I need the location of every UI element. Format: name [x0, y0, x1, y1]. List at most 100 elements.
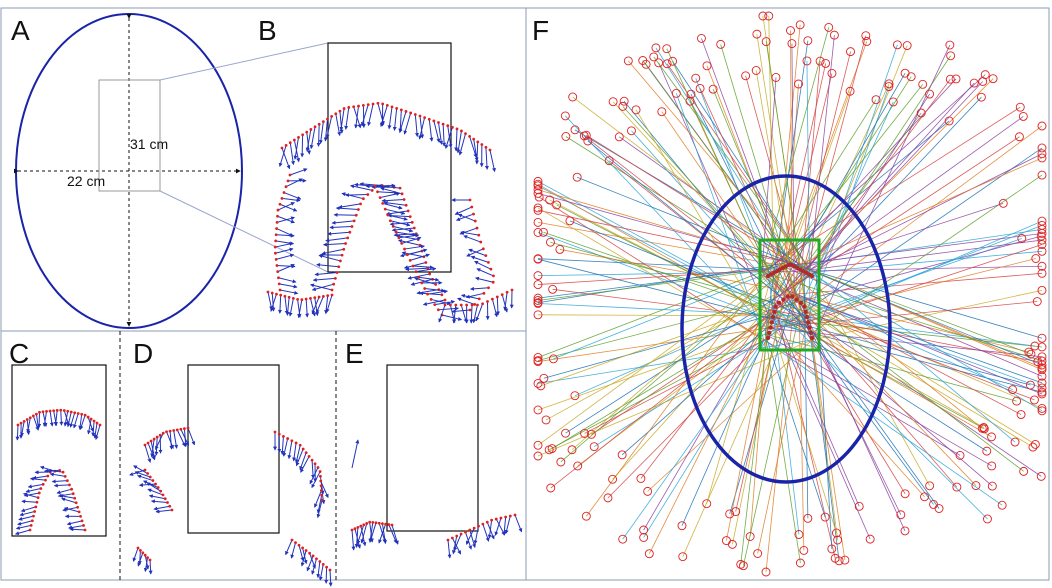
sensor-dot: [274, 251, 277, 255]
field-of-view-box-c: [11, 364, 107, 537]
sensor-arrow: [385, 208, 406, 215]
sensor-arrow: [143, 557, 149, 573]
sensor-arrow: [441, 314, 463, 321]
projection-ray: [565, 115, 767, 329]
projection-ray: [804, 258, 1036, 317]
sensor-dot: [350, 528, 354, 532]
sensor-dot: [276, 214, 279, 218]
sensor-dot: [472, 137, 476, 141]
projection-ray: [550, 294, 795, 489]
sensor-dot: [37, 491, 41, 495]
source-marker: [1019, 466, 1029, 476]
sensor-dot: [484, 145, 488, 149]
sensor-arrow: [79, 414, 86, 430]
sensor-dot: [333, 276, 337, 280]
projection-ray: [791, 43, 795, 296]
sensor-dot: [301, 546, 304, 550]
sensor-arrow: [460, 304, 468, 323]
projection-ray: [661, 111, 808, 323]
sensor-dot: [468, 198, 472, 202]
source-marker: [668, 56, 678, 66]
sensor-arrow: [329, 225, 352, 230]
sensor-point: [772, 309, 777, 315]
source-marker: [1030, 395, 1039, 405]
projection-ray: [537, 258, 768, 271]
source-marker: [831, 528, 841, 538]
sensor-arrow: [338, 203, 361, 209]
projection-ray: [675, 93, 765, 341]
source-marker: [580, 428, 589, 438]
sensor-dot: [354, 213, 358, 217]
sensor-dot: [31, 414, 35, 418]
sensor-arrow: [309, 126, 316, 150]
sensor-arrow: [434, 300, 456, 306]
sensor-arrow: [280, 436, 285, 456]
sensor-arrow: [23, 492, 40, 498]
sensor-dot: [459, 303, 463, 307]
source-marker: [708, 84, 718, 94]
sensor-arrow: [472, 304, 478, 324]
sensor-arrow: [42, 411, 48, 427]
projection-ray: [726, 265, 781, 541]
sensor-arrow: [476, 268, 494, 277]
sensor-dot: [280, 146, 284, 150]
sensor-arrow: [21, 499, 37, 504]
projection-ray: [743, 304, 802, 566]
source-marker: [643, 486, 653, 496]
source-marker: [644, 549, 654, 559]
sensor-dot: [276, 270, 280, 274]
sensor-arrow: [398, 109, 403, 133]
sensor-dot: [63, 474, 67, 478]
sensor-dot: [321, 294, 325, 298]
source-marker: [803, 36, 813, 46]
sensor-dot: [294, 541, 297, 545]
sensor-arrow: [20, 506, 36, 513]
sensor-arrows-d: [129, 426, 333, 587]
sensor-arrow: [290, 542, 297, 559]
sensor-dot: [491, 297, 494, 301]
sensor-arrow: [300, 456, 310, 473]
sensor-arrow: [137, 474, 154, 482]
source-marker: [533, 310, 543, 320]
sensor-dot: [288, 141, 292, 145]
sensor-dot: [391, 225, 395, 228]
sensor-arrow: [388, 524, 398, 544]
sensor-dot: [356, 525, 360, 529]
sensor-arrow: [430, 298, 452, 306]
sensor-arrow: [465, 527, 475, 545]
sensor-dot: [48, 409, 52, 413]
sensor-arrow: [491, 299, 498, 318]
projection-ray: [767, 269, 940, 509]
sensor-dot: [307, 454, 311, 458]
sensor-arrow: [150, 438, 155, 458]
sensor-dot: [301, 133, 305, 137]
sensor-dot: [342, 247, 346, 251]
projection-ray: [584, 339, 765, 434]
source-marker: [946, 51, 956, 61]
sensor-dot: [449, 303, 452, 307]
sensor-arrow: [316, 495, 323, 514]
sensor-dot: [353, 527, 357, 531]
sensor-arrow: [325, 237, 348, 243]
sensor-dot: [52, 409, 56, 413]
source-marker: [567, 445, 577, 455]
sensor-dot: [418, 114, 422, 118]
sensor-dot: [408, 215, 412, 219]
sensor-dot: [313, 462, 317, 466]
sensor-arrow: [294, 445, 301, 464]
sensor-arrow: [418, 117, 426, 140]
sensor-dot: [152, 437, 156, 441]
sensor-arrow: [288, 298, 294, 317]
sensor-dot: [359, 202, 362, 206]
sensor-arrow: [427, 289, 448, 295]
source-marker: [952, 482, 962, 492]
sensor-dot: [30, 519, 34, 523]
source-marker: [533, 357, 543, 367]
source-marker: [896, 510, 906, 520]
sensor-dot: [311, 554, 315, 558]
sensor-dot: [402, 198, 406, 201]
source-marker: [900, 489, 910, 499]
sensor-arrow: [360, 104, 369, 127]
sensor-dot: [337, 265, 341, 269]
sensor-arrow: [457, 213, 476, 222]
